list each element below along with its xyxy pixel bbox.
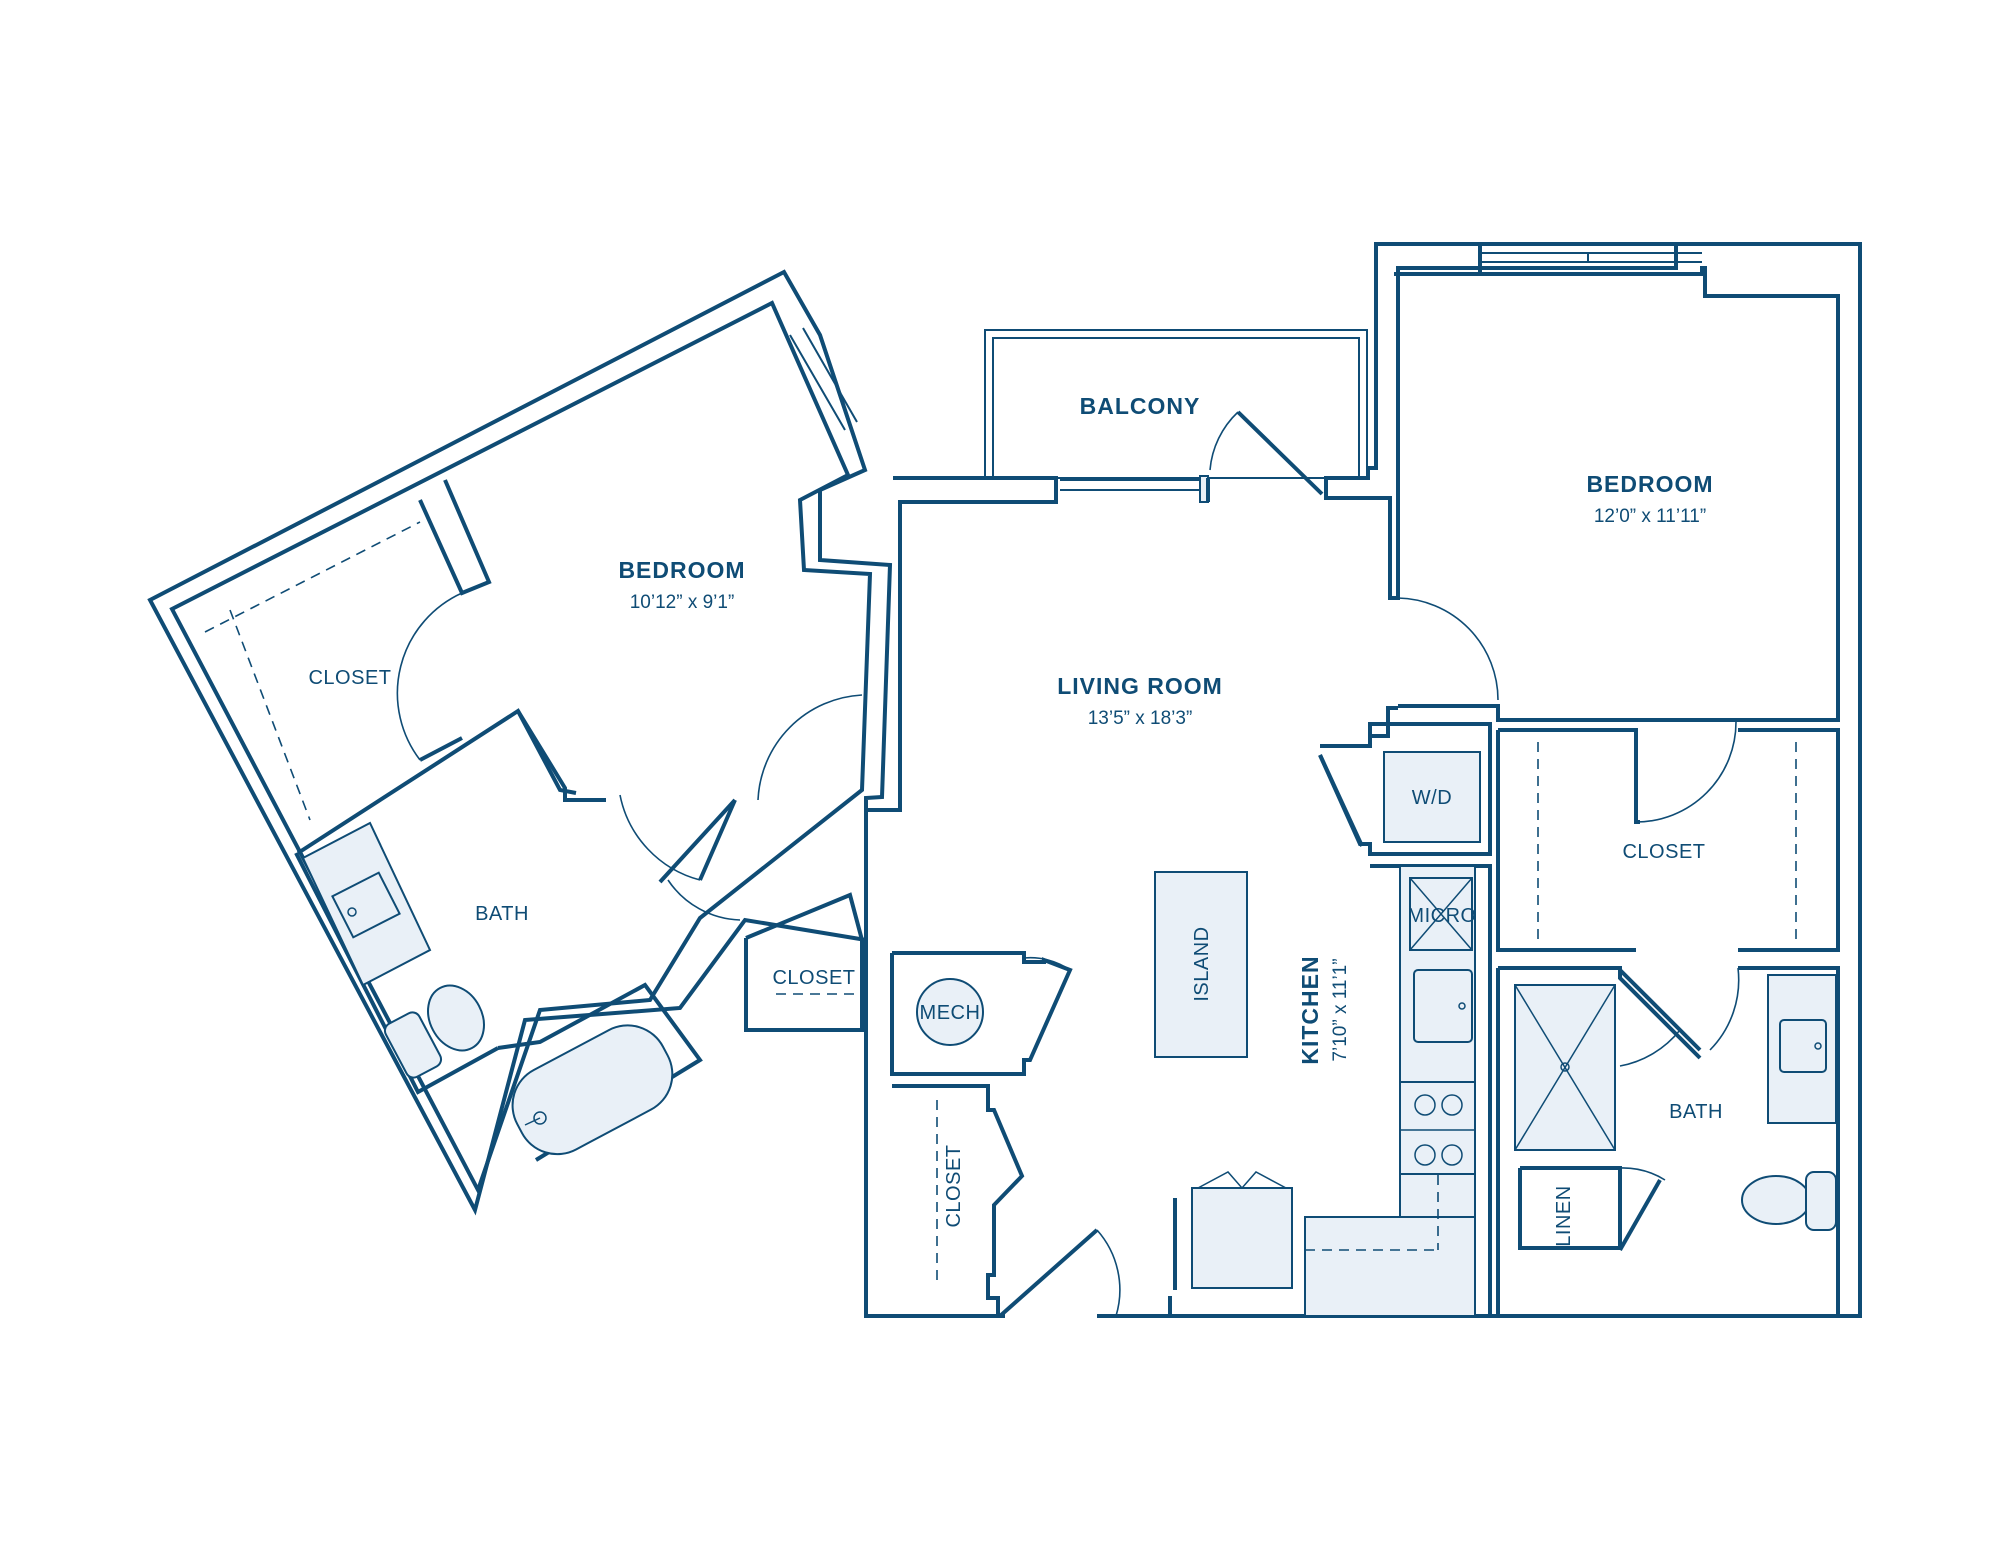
balcony-rail-inner — [992, 337, 1360, 479]
entry-closet-label: CLOSET — [772, 967, 855, 989]
kitchen-sink — [1413, 969, 1473, 1043]
room-labels: BALCONY BEDROOM 10’12” x 9’1” BEDROOM 12… — [308, 393, 1722, 1247]
closet-door-swing — [396, 592, 463, 761]
hall-closet-label: CLOSET — [943, 1144, 965, 1227]
left-bath-toilet — [427, 984, 485, 1052]
washer-dryer — [1383, 751, 1481, 843]
left-wing-inner-wall — [169, 300, 873, 1196]
mech-label: MECH — [920, 1002, 981, 1024]
right-bath-sink — [1779, 1019, 1827, 1073]
left-bedroom-dims: 10’12” x 9’1” — [630, 592, 735, 613]
kitchen-label: KITCHEN — [1297, 955, 1323, 1064]
living-room-dims: 13’5” x 18’3” — [1088, 708, 1193, 729]
refrigerator — [1191, 1187, 1293, 1289]
kitchen-counter-south — [1304, 1216, 1476, 1317]
entry-door-swing — [1096, 1229, 1121, 1317]
central-doors — [998, 410, 1499, 1318]
micro-label: MICRO — [1407, 905, 1476, 927]
left-wing-walls — [147, 269, 893, 1216]
mech-door-swing — [1023, 956, 1071, 971]
right-wing-outer — [1493, 242, 1862, 1318]
wd-closet-wall — [1318, 722, 1492, 856]
right-closet-wall — [1498, 728, 1640, 824]
left-bath-tub — [511, 1024, 674, 1156]
bath-bedroom-partition — [516, 709, 606, 802]
wd-label: W/D — [1412, 787, 1452, 809]
right-outer-wall — [1376, 242, 1482, 276]
central-walls — [744, 242, 1678, 1318]
kitchen-counters — [1191, 865, 1476, 1317]
living-south-wall — [864, 810, 1005, 1318]
left-bath-label: BATH — [475, 903, 529, 925]
right-closet-label: CLOSET — [1622, 841, 1705, 863]
living-room-label: LIVING ROOM — [1057, 673, 1223, 699]
bath-left-wall — [294, 852, 499, 1095]
left-bath-sink — [331, 871, 401, 939]
living-north-wall — [866, 476, 1058, 812]
kitchen-dims: 7’10” x 11’1” — [1330, 958, 1351, 1061]
cooktop — [1399, 1081, 1476, 1175]
left-wing-doors — [396, 592, 863, 921]
entry-closet-wall — [744, 892, 864, 1032]
balcony-label: BALCONY — [1080, 393, 1201, 419]
left-bedroom-window — [789, 334, 846, 431]
right-bedroom-label: BEDROOM — [1586, 471, 1713, 497]
bath-door-swing — [619, 794, 701, 881]
right-bedroom-dims: 12’0” x 11’11” — [1594, 506, 1706, 527]
living-east-upper-wall — [1324, 242, 1678, 600]
left-closet-rod — [204, 521, 421, 633]
right-bath-fixtures — [1514, 974, 1837, 1231]
right-wing-walls — [1376, 242, 1862, 1318]
left-closet-label: CLOSET — [308, 667, 391, 689]
hall-closet-wall — [892, 1084, 1025, 1316]
right-closet-door-swing — [1635, 721, 1737, 823]
balcony-door-swing — [1209, 411, 1239, 471]
mech-unit — [916, 978, 984, 1046]
closet-bath-partition — [296, 708, 577, 855]
closet-bedroom-partition — [418, 479, 492, 596]
island-label: ISLAND — [1191, 926, 1213, 1001]
right-bath-toilet — [1741, 1175, 1811, 1225]
right-bedroom-door-swing — [1397, 597, 1499, 701]
linen-label: LINEN — [1553, 1185, 1575, 1246]
left-wing-outer-wall — [147, 269, 893, 1216]
left-bath-fixtures — [301, 821, 674, 1156]
kitchen-island — [1154, 871, 1248, 1058]
left-bedroom-label: BEDROOM — [618, 557, 745, 583]
right-bath-door-swing — [1619, 1029, 1681, 1067]
balcony — [984, 329, 1368, 503]
right-bath-wall — [1498, 966, 1702, 1060]
right-bedroom-inner — [1398, 266, 1840, 722]
right-bath-label: BATH — [1669, 1101, 1723, 1123]
bedroom-door-swing — [757, 694, 863, 801]
